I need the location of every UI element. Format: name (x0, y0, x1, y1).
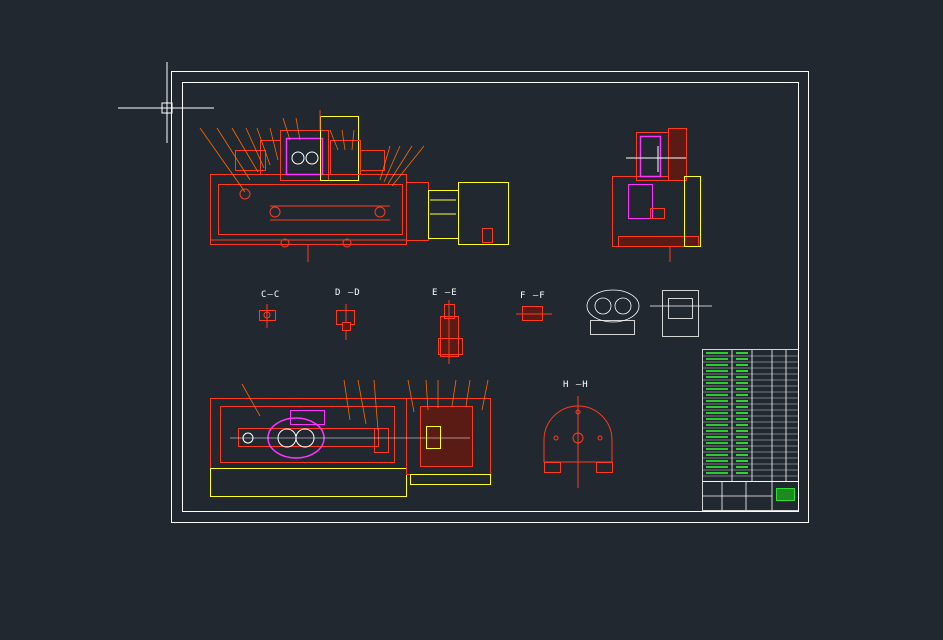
crosshair-cursor (118, 62, 214, 143)
plan-view (210, 398, 491, 497)
section-ee-view (438, 300, 463, 364)
main-front-view (210, 110, 509, 262)
balloon-leaders-plan (241, 379, 489, 431)
pump-detail-views (586, 289, 712, 337)
section-cc-view (259, 304, 276, 328)
parts-list-table (702, 349, 799, 482)
section-dd-view (336, 304, 355, 340)
side-view-aa (612, 128, 701, 262)
section-ff-view (516, 306, 552, 321)
parts-list-rows (703, 352, 798, 477)
balloon-leaders-main (199, 117, 425, 193)
title-block (702, 481, 799, 511)
section-label-cc: C—C (261, 290, 281, 300)
section-label-hh: H —H (563, 380, 589, 390)
section-hh-view (543, 396, 613, 488)
section-label-dd: D —D (335, 288, 361, 298)
drawing-frame (171, 71, 809, 523)
section-label-ee: E —E (432, 288, 458, 298)
section-label-ff: F —F (520, 291, 546, 301)
